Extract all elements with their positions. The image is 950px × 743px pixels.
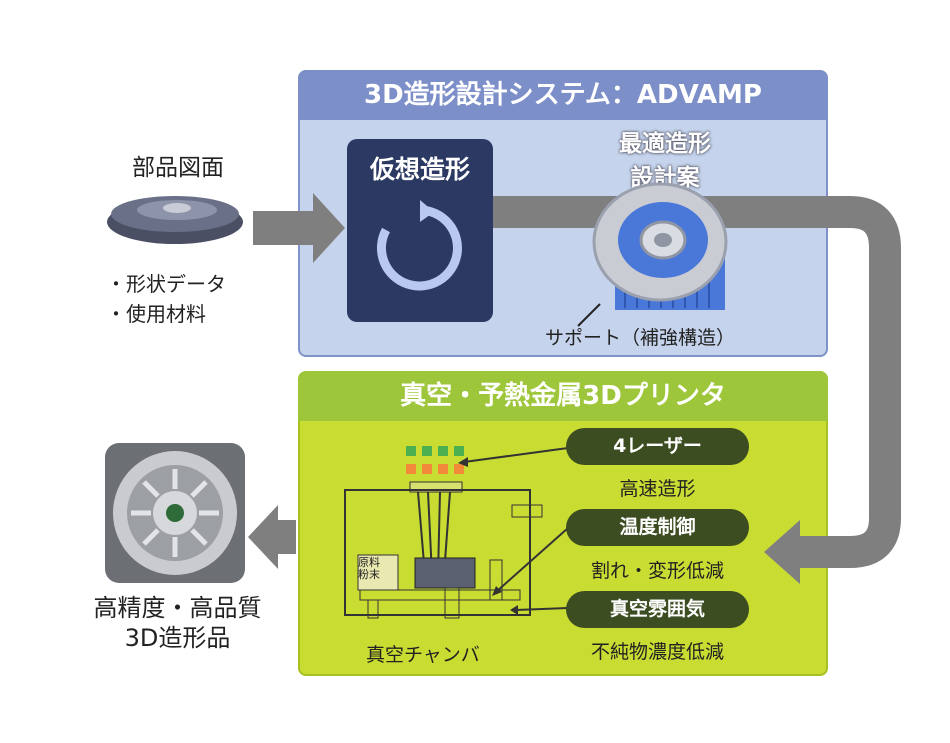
support-pointer — [577, 303, 601, 327]
powder-label: 原料 粉末 — [358, 557, 380, 581]
input-arrow — [253, 193, 345, 263]
output-label: 高精度・高品質 3D造形品 — [70, 593, 285, 653]
design-system-title: 3D造形設計システム：ADVAMP — [298, 70, 828, 120]
virtual-build-label: 仮想造形 — [369, 155, 470, 184]
loop-arrow — [493, 196, 901, 568]
output-label-line2: 3D造形品 — [124, 624, 231, 652]
feature-4-laser: 4レーザー — [566, 428, 749, 465]
feature-temperature-desc: 割れ・変形低減 — [590, 560, 724, 582]
output-arrow — [248, 505, 296, 569]
feature-vacuum-desc: 不純物濃度低減 — [590, 641, 724, 663]
printer-title: 真空・予熱金属3Dプリンタ — [298, 371, 828, 421]
feature-4-laser-desc: 高速造形 — [619, 478, 696, 500]
input-title: 部品図面 — [132, 155, 224, 181]
vacuum-chamber-diagram — [344, 446, 543, 619]
optimal-design-image — [592, 182, 728, 310]
optimal-label-line1: 最適造形 — [619, 131, 711, 157]
chamber-label: 真空チャンバ — [366, 644, 480, 666]
feature-vacuum: 真空雰囲気 — [566, 591, 749, 628]
part-drawing-image — [107, 196, 243, 244]
output-label-line1: 高精度・高品質 — [93, 594, 262, 622]
powder-label-line1: 原料 — [358, 556, 380, 569]
powder-label-line2: 粉末 — [358, 568, 380, 581]
feature-temperature-control: 温度制御 — [566, 509, 749, 546]
input-item-shape: ・形状データ — [106, 272, 226, 296]
output-part-image — [105, 443, 245, 583]
laser-units — [406, 446, 464, 493]
virtual-build-box — [347, 139, 493, 322]
support-label: サポート（補強構造） — [545, 327, 736, 349]
cycle-icon — [376, 200, 462, 291]
input-item-material: ・使用材料 — [106, 302, 206, 326]
feature-pointers — [458, 447, 569, 615]
